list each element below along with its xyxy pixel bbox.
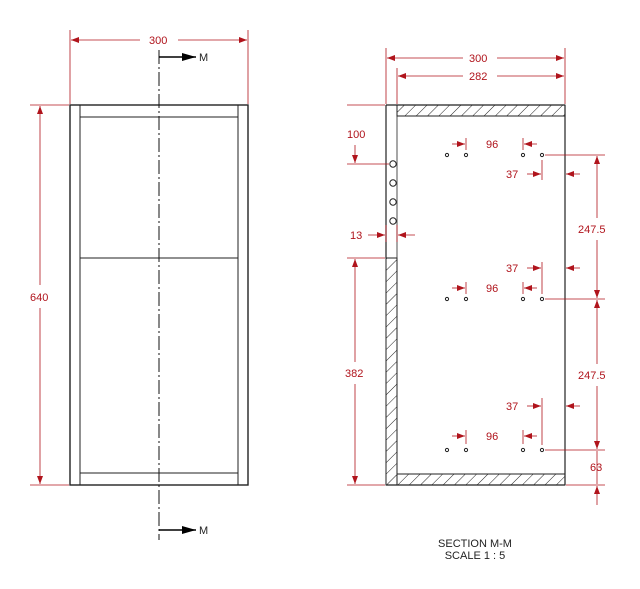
shelf-spacing-dimensions (545, 154, 605, 505)
front-height-dimension (30, 104, 69, 486)
top-panel-hatch (396, 104, 566, 117)
section-width-dimensions (385, 48, 566, 104)
front-width-label: 300 (149, 35, 167, 47)
lower-height-dimension (347, 257, 385, 486)
section-inner-width-label: 282 (469, 71, 487, 83)
shelf-spacing-label-2: 247.5 (578, 370, 606, 382)
hole-spacing-dimensions (452, 138, 537, 444)
bottom-offset-label: 63 (590, 462, 602, 474)
top-offset-label: 100 (347, 129, 365, 141)
back-panel-holes (389, 160, 397, 225)
top-offset-dimension (347, 104, 389, 165)
back-panel-label: 13 (350, 230, 362, 242)
shelf-pin-holes (444, 152, 545, 453)
edge-offset-label-3: 37 (506, 401, 518, 413)
front-width-dimension (69, 30, 249, 104)
section-marker-bottom: M (199, 525, 208, 537)
section-outer-width-label: 300 (469, 53, 487, 65)
bottom-panel-hatch (396, 473, 566, 486)
section-title: SECTION M-M (438, 538, 512, 550)
section-caption: SECTION M-M SCALE 1 : 5 (380, 538, 570, 562)
section-marker-top: M (199, 52, 208, 64)
section-scale: SCALE 1 : 5 (444, 550, 506, 562)
hole-spacing-label-2: 96 (486, 283, 498, 295)
edge-offset-label-2: 37 (506, 263, 518, 275)
back-panel-dimension (368, 225, 415, 242)
hole-spacing-label-1: 96 (486, 139, 498, 151)
lower-height-label: 382 (345, 368, 363, 380)
hole-spacing-label-3: 96 (486, 431, 498, 443)
section-view: 300 282 100 13 382 (345, 48, 606, 505)
front-height-label: 640 (30, 292, 48, 304)
edge-offset-label-1: 37 (506, 169, 518, 181)
lower-back-panel-hatch (385, 257, 398, 486)
front-view: M M 300 640 (30, 30, 249, 540)
shelf-spacing-label-1: 247.5 (578, 224, 606, 236)
edge-offset-dimensions (527, 160, 580, 445)
